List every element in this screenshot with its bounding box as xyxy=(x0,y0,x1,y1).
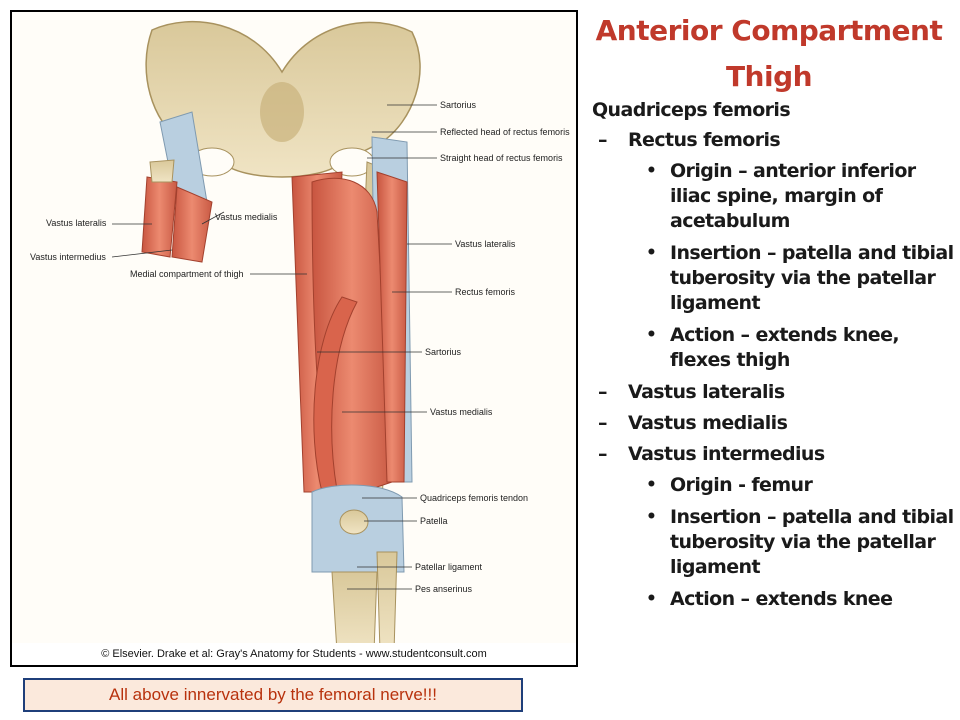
label-vastus-lateralis-left: Vastus lateralis xyxy=(46,218,107,228)
detached-muscle-group xyxy=(141,111,213,263)
thigh-illustration xyxy=(111,20,452,653)
figure-credit: © Elsevier. Drake et al: Gray's Anatomy … xyxy=(12,643,576,665)
label-vastus-lateralis-right: Vastus lateralis xyxy=(455,239,516,249)
outline-subitem: Vastus lateralis xyxy=(582,380,954,405)
label-vastus-intermedius: Vastus intermedius xyxy=(30,252,106,262)
label-pes-anserinus: Pes anserinus xyxy=(415,584,473,594)
outline-bullet: Origin - femur xyxy=(582,473,954,498)
label-sartorius-top: Sartorius xyxy=(440,100,477,110)
label-vastus-medialis-right: Vastus medialis xyxy=(430,407,493,417)
label-straight-head: Straight head of rectus femoris xyxy=(440,153,563,163)
vastus-lateralis-muscle xyxy=(376,171,408,483)
label-patella: Patella xyxy=(420,516,448,526)
label-rectus-femoris: Rectus femoris xyxy=(455,287,516,297)
anatomy-figure: Sartorius Reflected head of rectus femor… xyxy=(10,10,578,667)
innervation-banner: All above innervated by the femoral nerv… xyxy=(23,678,523,712)
slide-title: Anterior Compartment Thigh xyxy=(595,14,943,93)
label-sartorius-mid: Sartorius xyxy=(425,347,462,357)
outline-subitem: Vastus medialis xyxy=(582,411,954,436)
bullet-outline: Quadriceps femorisRectus femorisOrigin –… xyxy=(582,98,954,619)
outline-bullet: Action – extends knee xyxy=(582,587,954,612)
label-quadriceps-tendon: Quadriceps femoris tendon xyxy=(420,493,529,503)
outline-subitem: Vastus intermedius xyxy=(582,442,954,467)
outline-bullet: Origin – anterior inferior iliac spine, … xyxy=(582,159,954,234)
outline-bullet: Insertion – patella and tibial tuberosit… xyxy=(582,505,954,580)
label-reflected-head: Reflected head of rectus femoris xyxy=(440,127,570,137)
outline-heading: Quadriceps femoris xyxy=(592,99,791,121)
label-vastus-medialis-left: Vastus medialis xyxy=(215,212,278,222)
outline-subitem: Rectus femoris xyxy=(582,128,954,153)
outline-bullet: Insertion – patella and tibial tuberosit… xyxy=(582,241,954,316)
outline-bullet: Action – extends knee, flexes thigh xyxy=(582,323,954,373)
label-medial-compartment: Medial compartment of thigh xyxy=(130,269,244,279)
knee-joint xyxy=(311,484,405,653)
leader-lines xyxy=(111,104,452,590)
label-patellar-ligament: Patellar ligament xyxy=(415,562,483,572)
